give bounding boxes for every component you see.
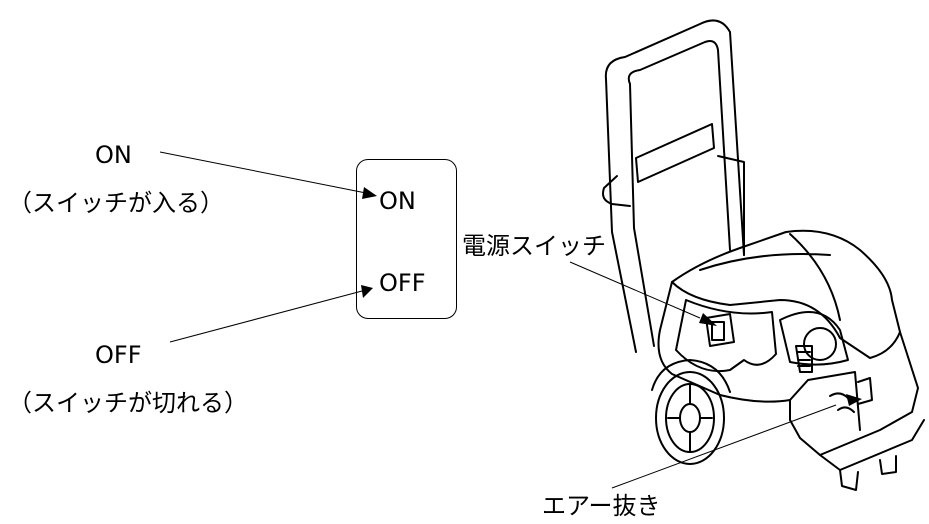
- handle-crossbar: [635, 123, 715, 183]
- body-power-switch-housing: [705, 313, 735, 347]
- pump-head: [795, 345, 813, 373]
- label-power-switch: 電源スイッチ: [462, 232, 606, 260]
- body-window: [779, 311, 849, 366]
- leader-lines: [159, 151, 837, 489]
- label-air-bleed: エアー抜き: [542, 492, 661, 520]
- switch-panel: ON OFF: [356, 159, 457, 319]
- pressure-washer-illustration: [602, 19, 925, 491]
- body-top-ridge: [699, 233, 841, 321]
- body-power-switch: [711, 321, 725, 341]
- body-front-panel: [675, 299, 777, 372]
- leader-line-power: [569, 261, 701, 319]
- label-on: ON: [95, 141, 132, 169]
- body-top-cover: [671, 229, 901, 359]
- leader-line-air: [611, 404, 837, 489]
- body-front-face: [657, 281, 919, 456]
- arrow-head-air: [846, 394, 862, 406]
- wheel-spokes: [667, 383, 713, 453]
- pressure-gauge: [803, 327, 837, 361]
- label-off-description: （スイッチが切れる）: [8, 389, 248, 417]
- handle-left-upright: [605, 78, 655, 353]
- wheel-hub: [679, 403, 701, 433]
- switch-off-position: OFF: [379, 269, 426, 297]
- handle-frame: [604, 19, 745, 256]
- switch-on-position: ON: [379, 187, 416, 215]
- arrow-head-power: [699, 313, 717, 326]
- wheel-fender: [651, 359, 731, 393]
- handle-rear-strut: [717, 155, 745, 256]
- label-on-description: （スイッチが入る）: [8, 189, 224, 217]
- leader-line-off: [169, 290, 363, 343]
- wheel-outer: [655, 371, 725, 465]
- arrow-head-off: [361, 285, 373, 298]
- body-side-panel: [789, 371, 861, 431]
- base-frame: [819, 419, 925, 491]
- arrow-heads: [361, 187, 862, 406]
- label-off: OFF: [95, 341, 142, 369]
- outlet-fittings: [829, 377, 873, 413]
- arrow-head-on: [362, 187, 377, 199]
- leader-line-on: [159, 151, 367, 194]
- handle-back-bar: [602, 175, 631, 207]
